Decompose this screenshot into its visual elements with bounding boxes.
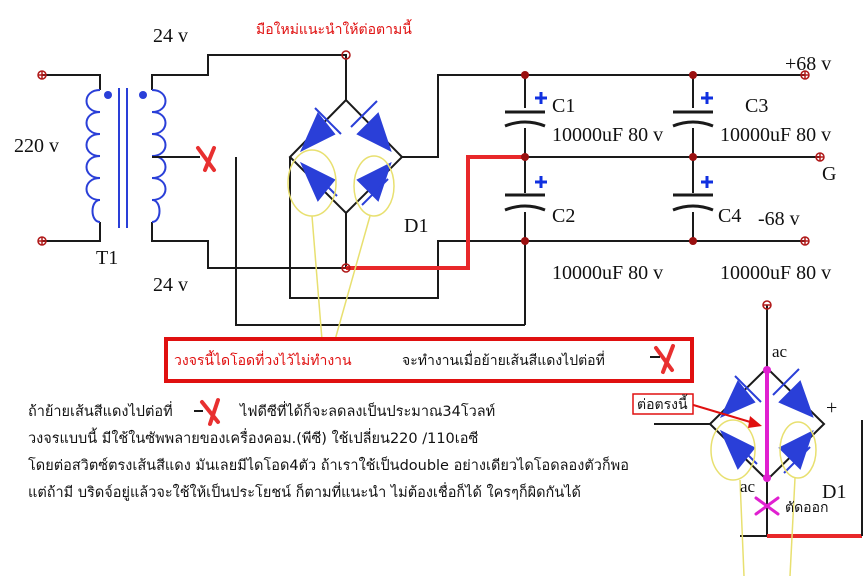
blank-patch [34,306,82,386]
x-mark-note-line [200,398,220,426]
label-inset-plus: + [826,397,837,419]
note-box [164,337,694,383]
label-c1-value: 10000uF 80 v [552,124,663,146]
capacitor-c1 [504,110,546,128]
diode-bottom-right [356,162,392,206]
highlight-circles [287,149,395,341]
label-t1: T1 [96,247,118,269]
junction-dots [521,71,697,245]
note-line-4: แต่ถ้ามี บริดจ์อยู่แล้วจะใช้ให้เป็นประโย… [28,482,581,501]
x-mark-cut [754,496,780,516]
terminals [37,50,825,273]
bridge-rectifier-d1 [299,100,392,206]
label-ac-top: ac [772,342,788,361]
label-plus-68v: +68 v [785,53,831,75]
transformer-t1 [85,88,200,228]
capacitor-c3 [672,110,714,128]
label-220v: 220 v [14,135,59,157]
circuit-wires [42,54,820,326]
capacitor-polarity-marks [535,92,713,188]
label-24v-top: 24 v [153,25,188,47]
note-line-3: โดยต่อสวิตซ์ตรงเส้นสีแดง มันเลยมีไดโอด4ต… [28,455,629,474]
diode-bottom-left [299,161,338,202]
label-ground: G [822,163,836,185]
note-line-1b: ไฟดีซีที่ได้ก็จะลดลงเป็นประมาณ34โวลท์ [239,401,495,420]
diode-top-left [299,107,342,153]
red-wire [346,155,525,270]
capacitor-c4 [672,193,714,212]
note-box-red-text: วงจรนี้ไดโอดที่วงไว้ไม่ทำงาน [174,350,352,369]
annotation-top: มือใหม่แนะนำให้ต่อตามนี้ [256,19,412,38]
connect-here-label: ต่อตรงนี้ [637,394,688,413]
connect-here-box [632,393,694,415]
transformer-dot-primary [104,91,112,99]
label-c2: C2 [552,205,575,227]
cut-off-label: ตัดออก [785,500,828,516]
x-mark-note-box [654,344,675,374]
inset-bridge [654,300,863,576]
label-24v-bottom: 24 v [153,274,188,296]
note-line-2: วงจรแบบนี้ มีใช้ในซัพพลายของเครื่องคอม.(… [28,427,478,447]
x-mark-center-tap [196,146,216,172]
label-c1: C1 [552,95,575,117]
capacitor-c2 [504,193,546,212]
diode-top-right [350,100,392,152]
label-ac-bottom: ac [740,477,756,496]
label-c3-value: 10000uF 80 v [720,124,831,146]
label-minus-68v: -68 v [758,208,800,230]
label-d1: D1 [404,215,428,237]
note-line-1a: ถ้าย้ายเส้นสีแดงไปต่อที่ [28,401,173,420]
capacitors [504,110,714,212]
label-c4-value: 10000uF 80 v [720,262,831,284]
transformer-dot-secondary [139,91,147,99]
label-c3: C3 [745,95,768,117]
label-c4: C4 [718,205,741,227]
label-c2-value: 10000uF 80 v [552,262,663,284]
note-box-black-text: จะทำงานเมื่อย้ายเส้นสีแดงไปต่อที่ [402,351,605,369]
label-d1-inset: D1 [822,481,846,503]
